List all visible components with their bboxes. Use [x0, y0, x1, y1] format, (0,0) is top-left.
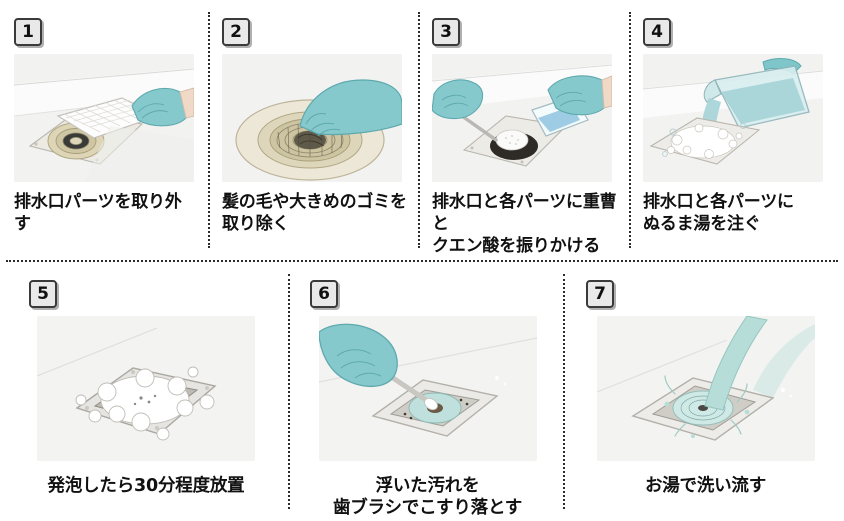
pouring-warm-water-icon [643, 54, 823, 182]
divider-vertical-4 [288, 274, 290, 509]
step-caption-5: 発泡したら30分程度放置 [47, 476, 245, 496]
step-illustration-2 [222, 54, 402, 182]
step-illustration-1 [14, 54, 194, 182]
scrubbing-with-toothbrush-icon [318, 316, 537, 461]
steps-row-bottom: 5 [0, 266, 844, 521]
step-badge-wrap-6: 6 [294, 280, 561, 308]
step-illustration-5 [37, 316, 255, 461]
step-number-badge-7: 7 [586, 280, 614, 308]
step-caption-3: 排水口と各パーツに重曹と クエン酸を振りかける [432, 192, 617, 256]
step-badge-wrap-4: 4 [643, 18, 834, 46]
step-badge-wrap-5: 5 [0, 280, 293, 308]
step-number-badge-1: 1 [14, 18, 42, 46]
divider-vertical-2 [418, 12, 420, 248]
step-illustration-6 [318, 316, 537, 461]
step-panel-1: 1 [0, 0, 208, 258]
step-illustration-3 [432, 54, 612, 182]
step-panel-5: 5 [0, 266, 288, 521]
step-badge-wrap-3: 3 [432, 18, 619, 46]
step-caption-2: 髪の毛や大きめのゴミを 取り除く [222, 192, 407, 234]
divider-horizontal [6, 260, 838, 262]
step-caption-4: 排水口と各パーツに ぬるま湯を注ぐ [643, 192, 794, 234]
divider-vertical-3 [629, 12, 631, 248]
divider-vertical-1 [208, 12, 210, 248]
step-number-badge-4: 4 [643, 18, 671, 46]
divider-vertical-5 [563, 274, 565, 509]
step-badge-wrap-7: 7 [568, 280, 843, 308]
steps-row-top: 1 [0, 0, 844, 258]
step-number-badge-6: 6 [310, 280, 338, 308]
sprinkling-powders-icon [432, 54, 612, 182]
step-panel-6: 6 [288, 266, 563, 521]
step-number-badge-2: 2 [222, 18, 250, 46]
step-number-badge-5: 5 [29, 280, 57, 308]
gloved-hand-lifting-drain-cover-icon [14, 54, 194, 182]
step-panel-7: 7 [563, 266, 844, 521]
step-number-badge-3: 3 [432, 18, 460, 46]
step-panel-3: 3 [418, 0, 629, 258]
rinsing-with-hot-water-icon [596, 316, 815, 461]
step-caption-6: 浮いた汚れを 歯ブラシでこすり落とす [332, 476, 523, 519]
step-badge-wrap-2: 2 [222, 18, 408, 46]
step-panel-4: 4 [629, 0, 844, 258]
step-badge-wrap-1: 1 [14, 18, 198, 46]
step-panel-2: 2 [208, 0, 418, 258]
step-caption-7: お湯で洗い流す [644, 476, 767, 496]
step-illustration-7 [596, 316, 815, 461]
step-caption-1: 排水口パーツを取り外す [14, 192, 182, 234]
gloved-hand-removing-hair-icon [222, 54, 402, 182]
drain-foaming-icon [37, 316, 255, 461]
step-illustration-4 [643, 54, 823, 182]
